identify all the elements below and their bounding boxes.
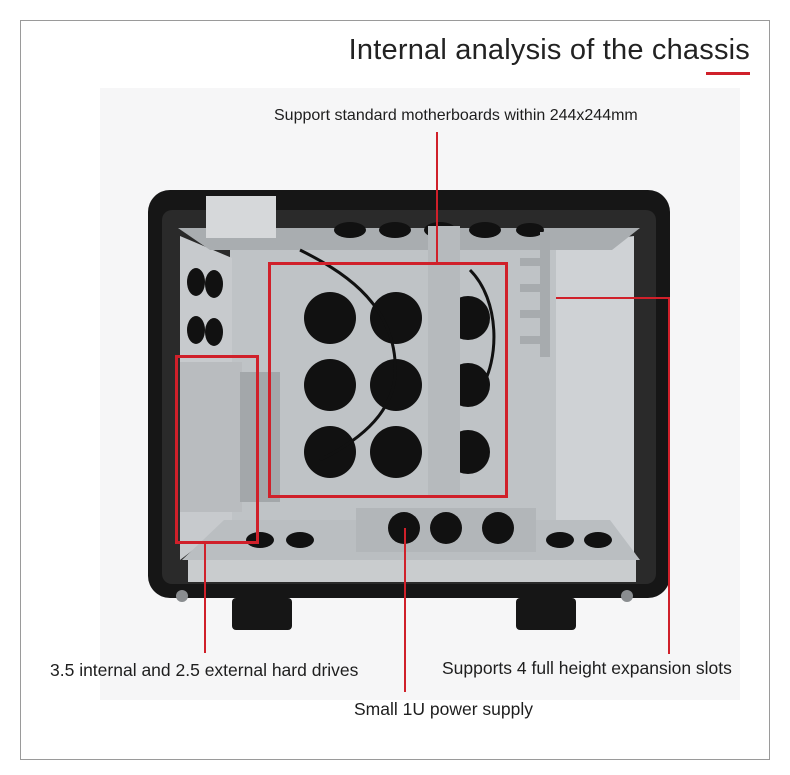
- expansion-callout-line-horizontal: [556, 297, 670, 299]
- expansion-callout-label: Supports 4 full height expansion slots: [442, 658, 732, 678]
- expansion-callout-line-vertical: [668, 297, 670, 654]
- drives-highlight-box: [175, 355, 259, 544]
- title-underline: [706, 72, 750, 75]
- motherboard-callout-label: Support standard motherboards within 244…: [274, 107, 638, 124]
- drives-callout-label: 3.5 internal and 2.5 external hard drive…: [50, 660, 359, 680]
- psu-callout-label: Small 1U power supply: [354, 699, 533, 719]
- psu-callout-line: [404, 528, 406, 692]
- motherboard-highlight-box: [268, 262, 508, 498]
- drives-callout-line: [204, 543, 206, 653]
- page-title: Internal analysis of the chassis: [348, 34, 750, 66]
- page-frame: [20, 20, 770, 760]
- motherboard-callout-line: [436, 132, 438, 264]
